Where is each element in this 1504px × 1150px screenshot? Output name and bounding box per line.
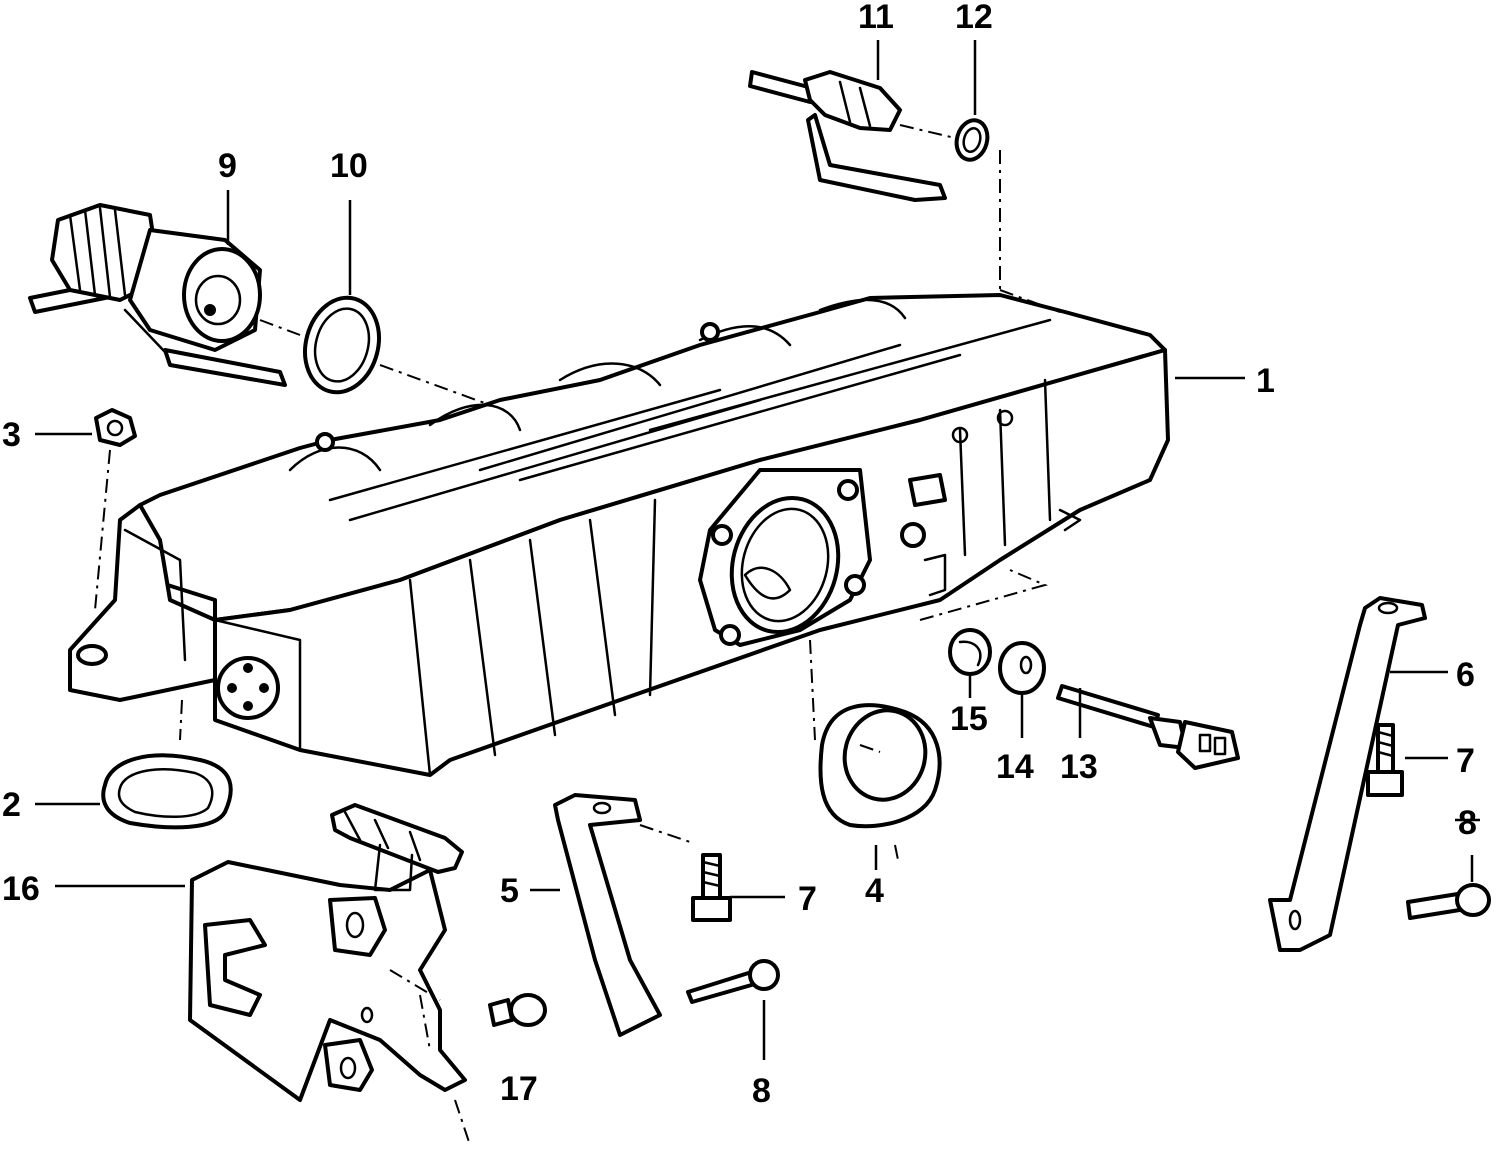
callout-1: 1 xyxy=(1256,362,1275,400)
callout-5: 5 xyxy=(500,872,519,910)
callout-6: 6 xyxy=(1456,656,1475,694)
callout-9: 9 xyxy=(218,147,237,185)
callout-4: 4 xyxy=(865,872,884,910)
washer-14 xyxy=(998,641,1046,695)
pin-8b xyxy=(1406,883,1491,920)
callout-7b: 7 xyxy=(1456,742,1475,780)
temperature-sensor-13 xyxy=(1056,684,1240,770)
pin-8a xyxy=(686,959,780,1004)
o-ring-10 xyxy=(303,295,381,395)
callout-3: 3 xyxy=(2,416,21,454)
leader-lines xyxy=(35,40,1480,1060)
callout-11: 11 xyxy=(858,0,894,36)
callout-8b: 8 xyxy=(1458,804,1477,842)
bolt-7b xyxy=(1366,723,1404,797)
callout-labels: 1 2 3 4 5 6 7 7 8 8 9 10 11 12 13 14 15 … xyxy=(2,0,1477,1110)
plug-15 xyxy=(948,628,992,676)
callout-8a: 8 xyxy=(752,1072,771,1110)
callout-10: 10 xyxy=(330,147,368,185)
callout-16: 16 xyxy=(2,870,40,908)
callout-7a: 7 xyxy=(798,880,817,918)
gasket-2 xyxy=(101,753,233,830)
bolt-7a xyxy=(691,853,732,922)
alignment-lines xyxy=(94,124,1061,1146)
bracket-5 xyxy=(553,793,662,1037)
gasket-ring-4 xyxy=(818,703,942,829)
idle-control-valve xyxy=(28,203,287,387)
callout-13: 13 xyxy=(1060,748,1098,786)
callout-12: 12 xyxy=(955,0,993,36)
sealing-ring-12 xyxy=(954,118,990,162)
sensor-11 xyxy=(748,70,947,202)
callout-17: 17 xyxy=(500,1070,538,1108)
callout-15: 15 xyxy=(950,700,988,738)
callout-2: 2 xyxy=(2,786,21,824)
bracket-6 xyxy=(1268,596,1427,952)
plug-17 xyxy=(488,993,547,1027)
cable-bracket-16 xyxy=(188,803,467,1102)
callout-14: 14 xyxy=(996,748,1034,786)
hex-nut-3 xyxy=(94,408,137,447)
intake-manifold xyxy=(68,293,1170,777)
